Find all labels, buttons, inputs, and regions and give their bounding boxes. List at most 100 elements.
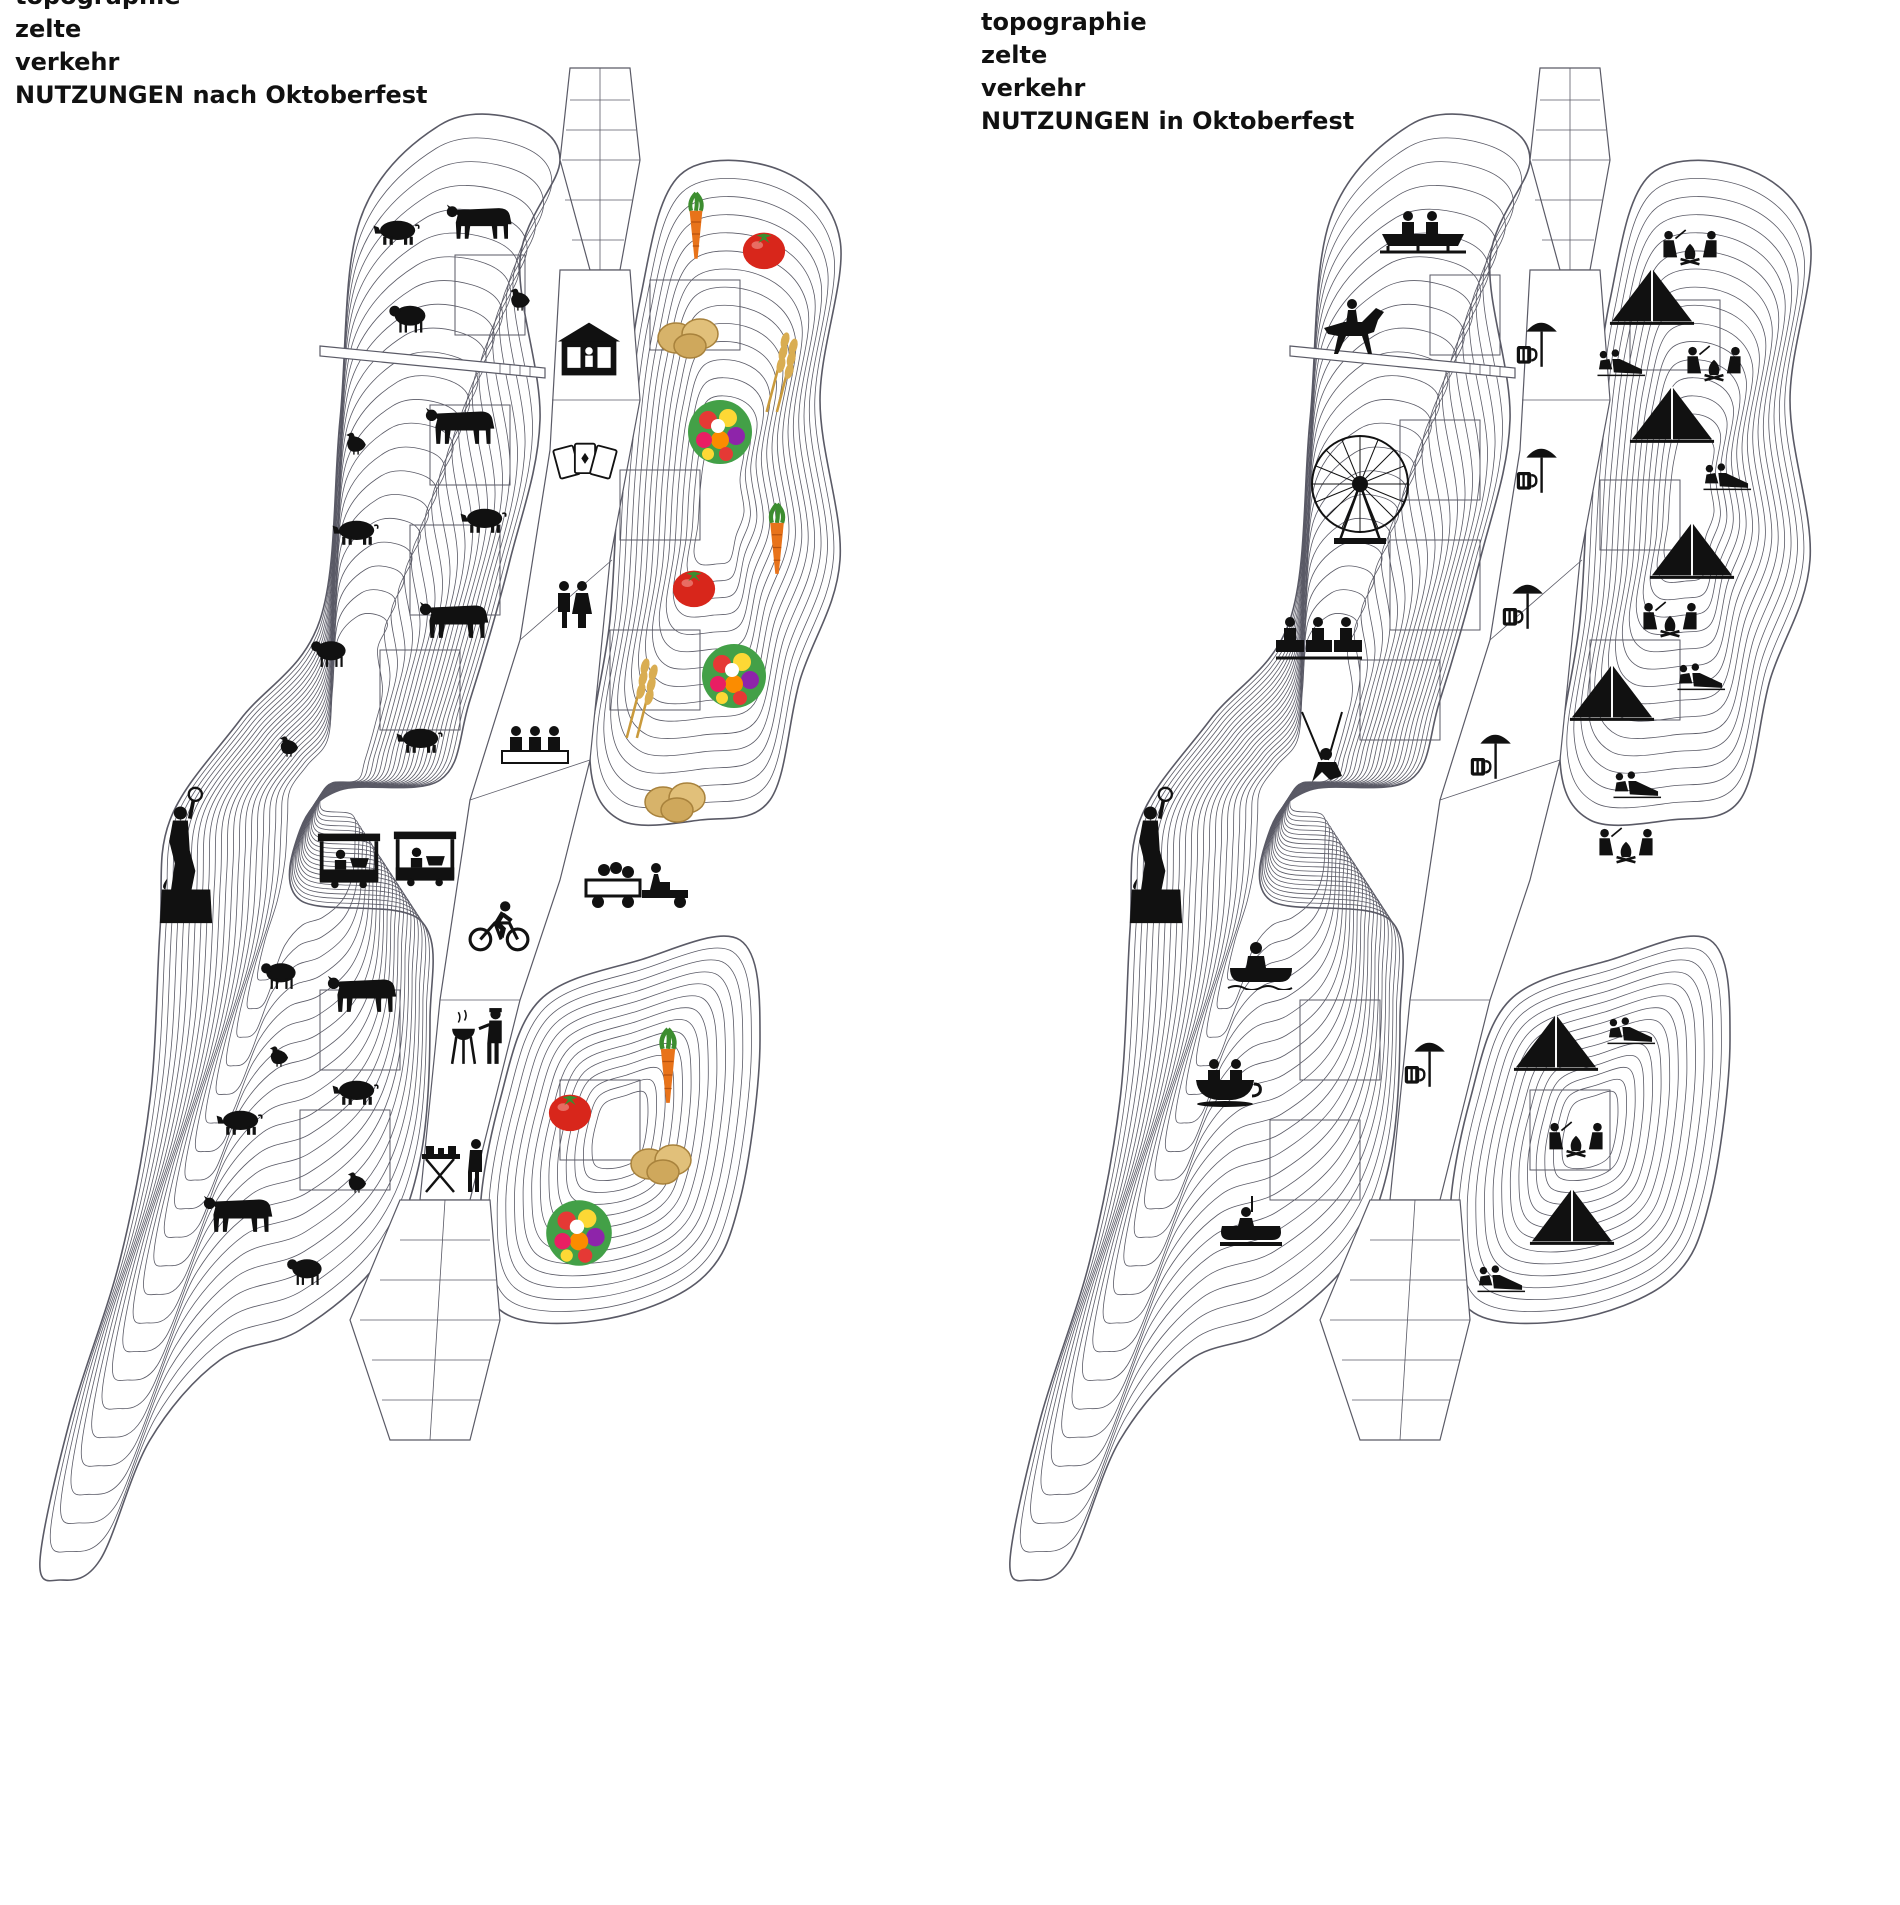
roller-coaster-icon <box>1378 209 1468 254</box>
terrain-contour-west <box>1175 494 1400 1124</box>
tent-icon <box>1608 267 1696 325</box>
tomato-icon <box>672 570 716 608</box>
terrain-contour-west <box>60 161 545 1524</box>
legend-item-uses: NUTZUNGEN nach Oktoberfest <box>15 81 428 109</box>
terrain-contour-west <box>49 137 553 1553</box>
flower-bouquet-icon <box>546 1200 612 1266</box>
terrain-contour-north-east <box>1580 214 1793 774</box>
terrain-contour-south-east <box>1492 995 1688 1265</box>
terrain-contour-north-east <box>1649 395 1728 601</box>
terrain-contour-west <box>225 541 413 1067</box>
lying-people-icon <box>1606 1016 1656 1045</box>
tent-plot <box>1399 419 1481 501</box>
pig-icon <box>372 220 420 246</box>
terrain-contour-west <box>1123 375 1441 1267</box>
teacup-ride-icon <box>1194 1058 1262 1108</box>
bumper-boat-icon <box>1227 941 1293 990</box>
terrain-contour-south-east <box>488 947 752 1312</box>
terrain-contour-north-east <box>589 159 842 827</box>
tent-plot <box>1269 1119 1361 1201</box>
terrain-contour-north-east <box>1628 341 1747 653</box>
terrain-contour-west <box>1216 589 1367 1010</box>
tent-plot <box>1389 539 1481 631</box>
terrain-contour-west <box>1185 518 1391 1095</box>
plan-after-oktoberfest <box>39 67 842 1582</box>
terrain-contour-north-east <box>1573 196 1799 791</box>
delivery-cart-icon <box>584 860 690 910</box>
tent-plot <box>1359 659 1441 741</box>
lying-people-icon <box>1612 770 1662 799</box>
terrain-contour-south-east <box>479 935 761 1325</box>
terrain-contour-west <box>1019 137 1523 1553</box>
terrain-contour-south-east <box>514 983 726 1277</box>
tent-plot <box>609 629 701 711</box>
cow-icon <box>425 407 495 444</box>
terrain-contour-north-east <box>1587 232 1786 757</box>
terrain-contour-north-east <box>631 268 803 722</box>
tent-plot <box>1429 274 1501 356</box>
chicken-icon <box>510 288 530 311</box>
terrain-contour-south-east <box>1544 1066 1636 1193</box>
tram-line <box>1289 345 1516 379</box>
terrain-contour-north-east <box>624 250 810 739</box>
terrain-contour-west <box>1092 303 1465 1353</box>
terrain-contour-south-east <box>1501 1007 1679 1253</box>
terrain-contour-south-east <box>1552 1078 1628 1182</box>
carrot-icon <box>690 193 703 259</box>
potato-icon <box>644 782 706 823</box>
terrain-contour-west <box>1133 399 1432 1238</box>
cow-icon <box>327 975 397 1012</box>
lying-people-icon <box>1676 662 1726 691</box>
tomato-icon <box>548 1094 592 1132</box>
terrain-contour-south-east <box>1561 1090 1619 1170</box>
flower-bouquet-icon <box>688 400 752 464</box>
terrain-contour-west <box>1102 327 1457 1324</box>
terrain-contour-south-east <box>531 1007 709 1253</box>
tomato-icon <box>742 232 786 270</box>
legend-item-uses: NUTZUNGEN in Oktoberfest <box>981 107 1355 135</box>
bumper-car-icon <box>1219 1196 1283 1246</box>
terrain-contour-north-east <box>1601 268 1773 722</box>
terrain-contour-south-east <box>1466 959 1714 1301</box>
terrain-contour-north-east <box>1635 359 1741 635</box>
tent-plot <box>1299 999 1381 1081</box>
legend-after-oktoberfest: topographie zelte verkehr NUTZUNGEN nach… <box>15 0 428 112</box>
terrain-contour-west <box>194 470 438 1153</box>
terrain-contour-north-east <box>1621 322 1754 670</box>
tram-line <box>319 345 546 379</box>
campfire-people-icon <box>1598 826 1654 864</box>
terrain-contour-west <box>1206 565 1375 1038</box>
sheep-icon <box>389 305 426 333</box>
swing-ride-icon <box>1301 711 1343 783</box>
terrain-contour-south-east <box>1458 947 1722 1312</box>
terrain-contour-south-east <box>591 1090 649 1170</box>
terrain-contour-south-east <box>1484 983 1696 1277</box>
terrain-contour-west <box>70 185 536 1496</box>
terrain-contour-north-east <box>679 395 758 601</box>
central-boulevard <box>1389 269 1611 1201</box>
terrain-contour-west <box>153 375 471 1267</box>
road-south <box>349 1199 501 1441</box>
terrain-contour-west <box>257 613 388 981</box>
tent-icon <box>1528 1187 1616 1245</box>
plan-during-oktoberfest <box>1009 67 1812 1582</box>
road-south <box>1319 1199 1471 1441</box>
carousel-horse-icon <box>1323 298 1385 355</box>
playing-cards-icon <box>552 442 618 480</box>
pig-icon <box>331 1079 379 1106</box>
terrain-contour-north-east <box>617 232 816 757</box>
cow-icon <box>446 204 512 239</box>
sheep-icon <box>261 963 296 989</box>
terrain-contour-west <box>1154 446 1416 1181</box>
terrain-contour-south-east <box>496 959 744 1301</box>
campfire-people-icon <box>1548 1120 1604 1158</box>
legend-item-tents: zelte <box>981 41 1048 69</box>
potato-icon <box>630 1144 692 1185</box>
road-north <box>1529 67 1611 271</box>
terrain-contour-west <box>174 422 454 1210</box>
legend-item-traffic: verkehr <box>15 48 120 76</box>
tent-plot <box>429 404 511 486</box>
market-stall-icon <box>317 833 381 889</box>
